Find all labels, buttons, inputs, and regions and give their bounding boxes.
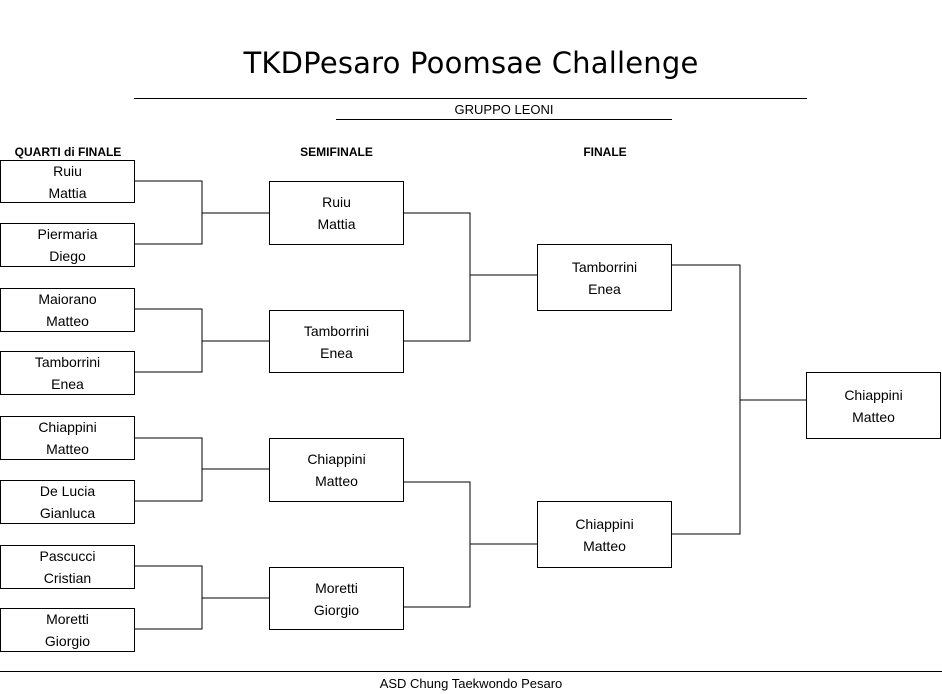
- semifinal-slot-3: Chiappini Matteo: [269, 438, 404, 502]
- athlete-surname: Chiappini: [307, 451, 366, 467]
- athlete-surname: Piermaria: [37, 226, 98, 242]
- athlete-name: Mattia: [317, 216, 356, 232]
- semifinal-header: SEMIFINALE: [300, 145, 373, 159]
- athlete-name: Giorgio: [313, 601, 360, 618]
- quarterfinal-slot-8: Moretti Giorgio: [0, 608, 135, 652]
- quarterfinal-slot-2: Piermaria Diego: [0, 223, 135, 267]
- semifinal-slot-4: Moretti Giorgio: [269, 567, 404, 630]
- quarterfinal-slot-3: Maiorano Matteo: [0, 288, 135, 332]
- athlete-surname: Chiappini: [844, 386, 903, 403]
- athlete-surname: Tamborrini: [34, 354, 101, 370]
- winner-slot: Chiappini Matteo: [806, 372, 941, 439]
- athlete-surname: Pascucci: [39, 548, 96, 564]
- quarterfinal-slot-4: Tamborrini Enea: [0, 351, 135, 395]
- athlete-surname: Chiappini: [575, 515, 634, 532]
- quarterfinal-slot-7: Pascucci Cristian: [0, 545, 135, 589]
- athlete-surname: Chiappini: [38, 419, 97, 435]
- quarterfinal-slot-1: Ruiu Mattia: [0, 160, 135, 203]
- athlete-name: Matteo: [583, 537, 626, 554]
- footer-divider: [0, 671, 942, 672]
- footer-text: ASD Chung Taekwondo Pesaro: [379, 676, 563, 691]
- athlete-name: Diego: [49, 248, 86, 264]
- quarterfinal-header: QUARTI di FINALE: [14, 145, 122, 159]
- semifinal-slot-2: Tamborrini Enea: [269, 310, 404, 373]
- athlete-surname: Tamborrini: [571, 258, 638, 275]
- athlete-name: Matteo: [46, 313, 89, 329]
- group-subtitle: GRUPPO LEONI: [454, 102, 554, 117]
- athlete-name: Matteo: [315, 473, 358, 489]
- final-slot-1: Tamborrini Enea: [537, 244, 672, 311]
- page-title: TKDPesaro Poomsae Challenge: [243, 46, 699, 80]
- athlete-surname: De Lucia: [39, 483, 96, 499]
- athlete-surname: Tamborrini: [303, 322, 370, 339]
- semifinal-slot-1: Ruiu Mattia: [269, 181, 404, 245]
- athlete-surname: Maiorano: [38, 291, 97, 307]
- athlete-surname: Ruiu: [53, 162, 82, 179]
- athlete-name: Gianluca: [39, 505, 96, 521]
- athlete-name: Mattia: [48, 184, 87, 201]
- title-underline: [134, 98, 807, 99]
- athlete-name: Giorgio: [44, 633, 91, 649]
- athlete-name: Enea: [51, 376, 84, 392]
- subtitle-underline: [336, 119, 672, 120]
- athlete-name: Enea: [320, 344, 353, 361]
- athlete-name: Matteo: [46, 441, 89, 457]
- athlete-surname: Moretti: [315, 579, 358, 596]
- athlete-surname: Moretti: [46, 611, 89, 627]
- athlete-surname: Ruiu: [322, 194, 351, 210]
- athlete-name: Enea: [588, 280, 621, 297]
- quarterfinal-slot-5: Chiappini Matteo: [0, 416, 135, 460]
- final-header: FINALE: [583, 145, 627, 159]
- final-slot-2: Chiappini Matteo: [537, 501, 672, 568]
- athlete-name: Cristian: [43, 570, 92, 586]
- quarterfinal-slot-6: De Lucia Gianluca: [0, 480, 135, 524]
- athlete-name: Matteo: [852, 408, 895, 425]
